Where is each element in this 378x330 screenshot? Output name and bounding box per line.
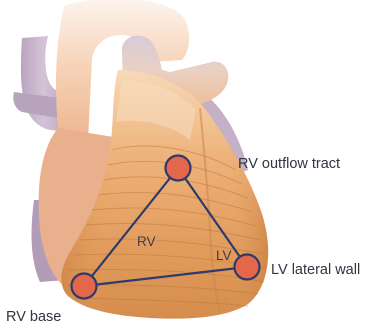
label-rv-outflow-tract: RV outflow tract [238, 156, 340, 172]
label-lv-lateral-wall: LV lateral wall [271, 262, 360, 278]
label-lv: LV [216, 248, 232, 263]
point-rv-outflow-tract [166, 156, 191, 181]
label-rv-base: RV base [6, 309, 61, 325]
point-lv-lateral-wall [235, 255, 260, 280]
point-rv-base [72, 274, 97, 299]
label-rv: RV [137, 234, 156, 249]
